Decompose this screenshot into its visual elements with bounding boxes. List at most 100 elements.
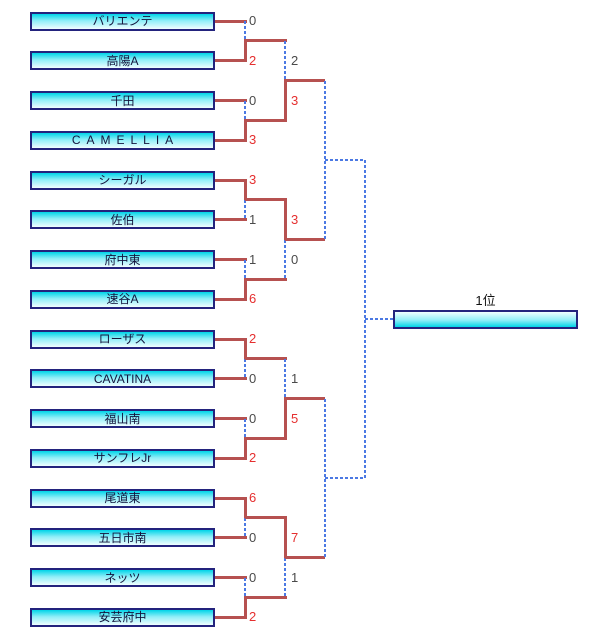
- round2-score: 0: [291, 251, 299, 267]
- team-box: 五日市南: [30, 528, 215, 548]
- winner-path-line: [283, 516, 287, 560]
- pending-path-line: [244, 259, 246, 280]
- team-box: CAVATINA: [30, 369, 215, 389]
- pending-path-line: [244, 577, 246, 598]
- team-box: 尾道東: [30, 488, 215, 508]
- team-name: ネッツ: [104, 570, 141, 585]
- winner-path-line: [245, 277, 287, 281]
- pending-path-line: [244, 21, 246, 41]
- winner-path-line: [215, 178, 247, 182]
- round1-score: 2: [249, 52, 257, 68]
- final-winner-slot-box: [393, 309, 578, 329]
- team-name: ローザス: [98, 332, 147, 346]
- winner-path-line: [245, 198, 287, 202]
- winner-path-line: [285, 79, 325, 83]
- team-name: サンフレJr: [93, 451, 152, 466]
- round1-score: 0: [249, 410, 257, 426]
- team-box: 府中東: [30, 250, 215, 269]
- team-name: 尾道東: [104, 491, 141, 505]
- winner-path-line: [285, 397, 325, 401]
- round1-score: 1: [249, 211, 257, 227]
- winner-path-line: [283, 397, 287, 440]
- pending-path-line: [284, 239, 286, 280]
- team-name: CAVATINA: [93, 371, 152, 386]
- round1-score: 1: [249, 251, 257, 267]
- winner-path-line: [215, 138, 247, 142]
- round1-score: 0: [249, 92, 257, 108]
- round2-score: 2: [291, 52, 299, 68]
- winner-path-line: [243, 496, 247, 520]
- team-box: サンフレJr: [30, 448, 215, 468]
- winner-path-line: [285, 556, 325, 560]
- team-name: バリエンテ: [92, 14, 153, 28]
- pending-path-line: [284, 557, 286, 598]
- team-box: ローザス: [30, 329, 215, 349]
- first-place-label: 1位: [475, 292, 496, 308]
- team-name: 福山南: [104, 411, 141, 426]
- winner-path-line: [243, 436, 247, 460]
- round2-score: 7: [291, 529, 299, 545]
- round1-score: 3: [249, 132, 257, 148]
- winner-path-line: [243, 277, 247, 301]
- winner-path-line: [245, 118, 287, 122]
- semifinal-pending-line: [325, 159, 365, 162]
- team-box: シーガル: [30, 170, 215, 190]
- team-name: 五日市南: [98, 530, 147, 545]
- round1-score: 0: [249, 13, 257, 28]
- team-name: 高陽A: [106, 53, 139, 68]
- round2-score: 1: [291, 370, 299, 386]
- round1-score: 2: [249, 450, 257, 466]
- round2-score: 3: [291, 92, 299, 108]
- round1-score: 2: [249, 331, 257, 346]
- round2-score: 1: [291, 569, 299, 585]
- winner-path-line: [243, 118, 247, 142]
- winner-path-line: [215, 417, 247, 420]
- team-name: 千田: [110, 93, 135, 108]
- winner-path-line: [215, 377, 247, 381]
- round1-score: 0: [249, 569, 257, 585]
- round1-score: 6: [249, 490, 257, 505]
- team-box: 安芸府中: [30, 607, 215, 627]
- winner-path-line: [215, 99, 247, 102]
- winner-path-line: [243, 595, 247, 619]
- winner-path-line: [215, 576, 247, 579]
- team-box: CAMELLIA: [30, 130, 215, 150]
- winner-path-line: [215, 258, 247, 261]
- winner-path-line: [215, 297, 247, 301]
- winner-path-line: [215, 59, 247, 63]
- team-box: 速谷A: [30, 289, 215, 309]
- winner-path-line: [243, 39, 247, 63]
- winner-path-line: [215, 496, 247, 500]
- round1-score: 0: [249, 529, 257, 545]
- team-name: 佐伯: [110, 212, 135, 227]
- winner-path-line: [245, 516, 287, 520]
- pending-path-line: [244, 199, 246, 220]
- final-pending-line: [365, 318, 393, 321]
- pending-path-line: [244, 517, 246, 538]
- winner-path-line: [283, 198, 287, 242]
- pending-path-line: [244, 358, 246, 379]
- team-box: バリエンテ: [30, 11, 215, 31]
- winner-path-line: [283, 79, 287, 122]
- team-name: 府中東: [104, 252, 141, 267]
- team-name: シーガル: [98, 173, 147, 187]
- round2-score: 3: [291, 211, 299, 227]
- team-box: ネッツ: [30, 568, 215, 587]
- round2-score: 5: [291, 410, 299, 426]
- pending-path-line: [244, 418, 246, 439]
- pending-path-line: [244, 100, 246, 121]
- winner-path-line: [285, 238, 325, 242]
- team-name: CAMELLIA: [71, 133, 180, 148]
- team-box: 福山南: [30, 409, 215, 428]
- pending-path-line: [284, 358, 286, 399]
- winner-path-line: [215, 536, 247, 540]
- winner-path-line: [245, 595, 287, 599]
- round1-score: 6: [249, 291, 257, 307]
- team-box: 高陽A: [30, 51, 215, 71]
- team-box: 佐伯: [30, 210, 215, 230]
- round1-score: 0: [249, 370, 257, 386]
- round1-score: 2: [249, 609, 257, 625]
- winner-path-line: [245, 436, 287, 440]
- team-name: 安芸府中: [98, 610, 147, 625]
